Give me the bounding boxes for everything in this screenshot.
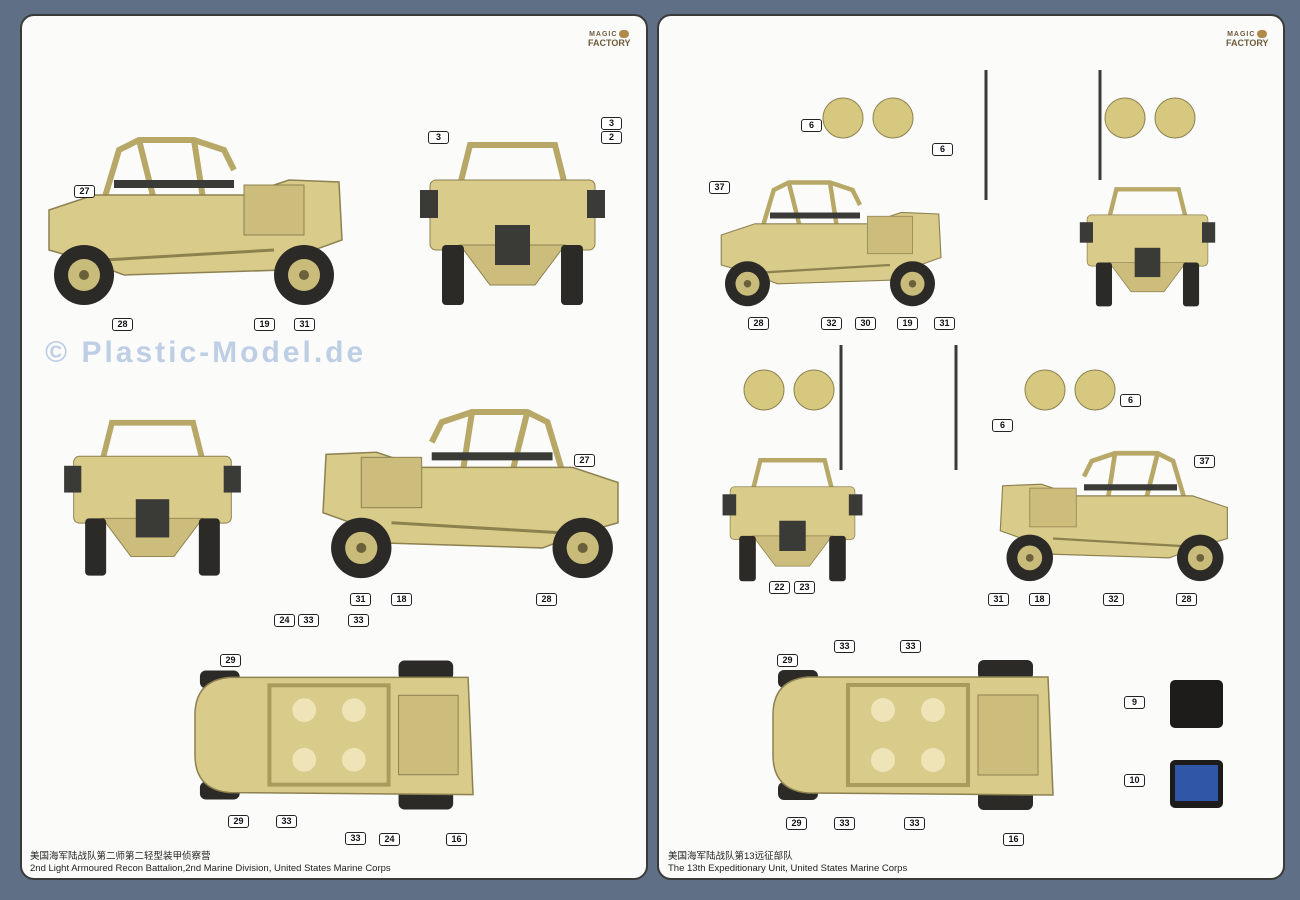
part-callout: 16 (1003, 833, 1024, 846)
part-callout: 3 (601, 117, 622, 130)
part-callout: 27 (74, 185, 95, 198)
logo-top-text: MAGIC (1227, 30, 1256, 38)
part-callout: 19 (254, 318, 275, 331)
part-callout: 19 (897, 317, 918, 330)
part-callout: 18 (391, 593, 412, 606)
part-callout: 30 (855, 317, 876, 330)
watermark: © Plastic-Model.de (45, 336, 367, 369)
part-callout: 22 (769, 581, 790, 594)
part-callout: 18 (1029, 593, 1050, 606)
logo-bottom-text: FACTORY (588, 38, 631, 48)
left-caption-en: 2nd Light Armoured Recon Battalion,2nd M… (30, 863, 391, 874)
part-callout: 28 (112, 318, 133, 331)
part-callout: 33 (298, 614, 319, 627)
right-caption-en: The 13th Expeditionary Unit, United Stat… (668, 863, 908, 874)
part-callout: 24 (379, 833, 400, 846)
part-callout: 28 (1176, 593, 1197, 606)
part-callout: 28 (536, 593, 557, 606)
part-callout: 33 (900, 640, 921, 653)
part-callout: 33 (904, 817, 925, 830)
part-callout: 16 (446, 833, 467, 846)
part-callout: 24 (274, 614, 295, 627)
part-callout: 29 (777, 654, 798, 667)
part-callout: 29 (228, 815, 249, 828)
part-callout: 3 (428, 131, 449, 144)
part-callout: 31 (350, 593, 371, 606)
part-callout: 6 (992, 419, 1013, 432)
part-callout: 29 (220, 654, 241, 667)
part-callout: 23 (794, 581, 815, 594)
part-callout: 33 (348, 614, 369, 627)
part-callout: 27 (574, 454, 595, 467)
part-callout: 9 (1124, 696, 1145, 709)
left-instruction-panel (20, 14, 648, 880)
part-callout: 6 (801, 119, 822, 132)
part-callout: 32 (821, 317, 842, 330)
part-callout: 32 (1103, 593, 1124, 606)
logo-bottom-text: FACTORY (1226, 38, 1269, 48)
logo-mark-icon (619, 30, 630, 38)
logo-mark-icon (1257, 30, 1268, 38)
left-caption-cn: 美国海军陆战队第二师第二轻型装甲侦察营 (30, 851, 211, 862)
part-callout: 10 (1124, 774, 1145, 787)
part-callout: 6 (1120, 394, 1141, 407)
right-caption-cn: 美国海军陆战队第13远征部队 (668, 851, 793, 862)
right-instruction-panel (657, 14, 1285, 880)
part-callout: 33 (834, 640, 855, 653)
left-caption: 美国海军陆战队第二师第二轻型装甲侦察营 2nd Light Armoured R… (30, 851, 391, 875)
part-callout: 31 (988, 593, 1009, 606)
part-callout: 6 (932, 143, 953, 156)
part-callout: 31 (934, 317, 955, 330)
part-callout: 33 (345, 832, 366, 845)
logo-top-text: MAGIC (589, 30, 618, 38)
part-callout: 37 (709, 181, 730, 194)
part-callout: 33 (276, 815, 297, 828)
part-callout: 31 (294, 318, 315, 331)
part-callout: 37 (1194, 455, 1215, 468)
part-callout: 28 (748, 317, 769, 330)
part-callout: 2 (601, 131, 622, 144)
right-caption: 美国海军陆战队第13远征部队 The 13th Expeditionary Un… (668, 851, 907, 875)
part-callout: 33 (834, 817, 855, 830)
part-callout: 29 (786, 817, 807, 830)
